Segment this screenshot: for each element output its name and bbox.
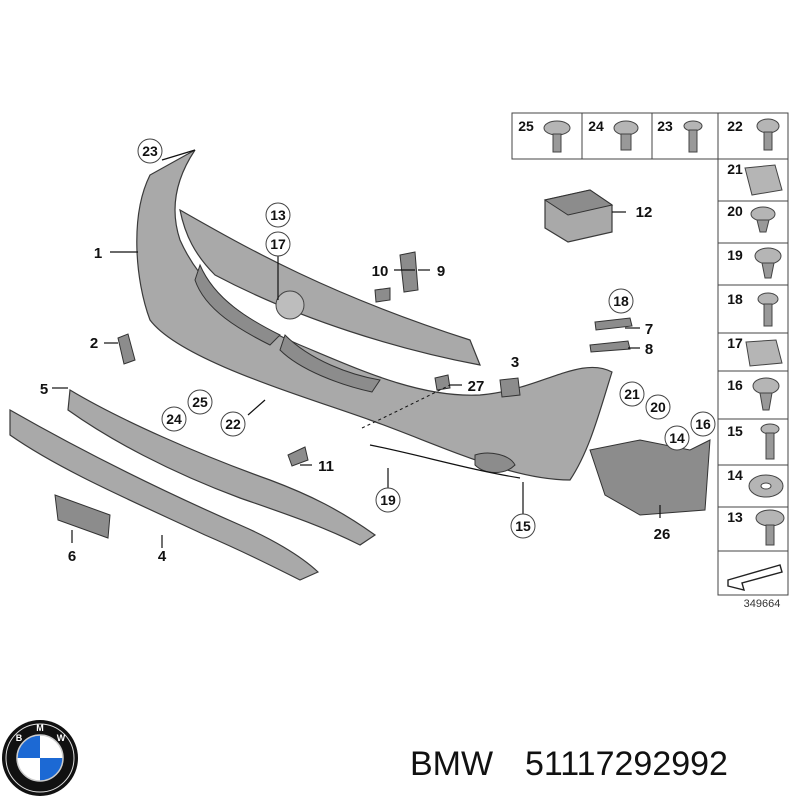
svg-text:19: 19: [727, 247, 743, 263]
callout-13: 13: [265, 202, 291, 228]
svg-text:18: 18: [727, 291, 743, 307]
callout-16: 16: [690, 411, 716, 437]
push-clip-icon: [752, 377, 780, 411]
svg-text:15: 15: [515, 518, 531, 534]
leader-lines: [52, 149, 661, 548]
svg-text:11: 11: [318, 458, 334, 475]
svg-text:W: W: [57, 733, 66, 743]
screw-icon: [543, 120, 571, 153]
svg-text:6: 6: [68, 548, 76, 565]
svg-text:25: 25: [192, 394, 208, 410]
callout-22: 22: [220, 411, 246, 437]
screw-icon: [757, 292, 779, 327]
bmw-logo: B M W: [2, 720, 78, 796]
clip-nut-icon: [744, 164, 783, 196]
svg-text:18: 18: [613, 293, 629, 309]
callout-19: 19: [375, 487, 401, 513]
svg-text:3: 3: [511, 354, 519, 371]
svg-text:19: 19: [380, 492, 396, 508]
plain-labels: 1 2 5 10 9 7 8 27 11 6 4 12 26: [40, 204, 671, 565]
svg-text:8: 8: [645, 341, 653, 358]
svg-text:25: 25: [518, 118, 534, 134]
catalog-number: 349664: [744, 598, 781, 610]
svg-text:M: M: [36, 723, 44, 733]
svg-text:9: 9: [437, 263, 445, 280]
svg-text:15: 15: [727, 423, 743, 439]
callout-18: 18: [608, 288, 634, 314]
svg-text:14: 14: [727, 467, 743, 483]
svg-text:13: 13: [270, 207, 286, 223]
svg-text:12: 12: [636, 204, 653, 221]
screw-icon: [755, 509, 785, 546]
svg-text:16: 16: [695, 416, 711, 432]
bumper-cover: [136, 149, 613, 481]
screw-icon: [683, 120, 703, 153]
svg-text:B: B: [16, 733, 23, 743]
svg-text:26: 26: [654, 526, 671, 543]
svg-text:21: 21: [727, 161, 743, 177]
svg-text:23: 23: [657, 118, 673, 134]
expansion-rivet-icon: [760, 423, 780, 460]
svg-text:27: 27: [468, 378, 485, 395]
part-number: 51117292992: [525, 745, 728, 783]
callout-14: 14: [664, 425, 690, 451]
lower-grille-carrier: [9, 388, 377, 581]
svg-text:13: 13: [727, 509, 743, 525]
svg-text:22: 22: [727, 118, 743, 134]
legend-top-row: 25 24 23 22: [511, 112, 789, 160]
svg-text:17: 17: [727, 335, 743, 351]
callout-15: 15: [510, 513, 536, 539]
callout-21: 21: [619, 381, 645, 407]
push-clip-icon: [750, 206, 776, 233]
svg-text:4: 4: [158, 548, 167, 565]
svg-text:20: 20: [727, 203, 743, 219]
screw-icon: [756, 118, 780, 151]
callout-3: 3: [511, 354, 519, 371]
push-clip-icon: [754, 247, 782, 279]
svg-text:16: 16: [727, 377, 743, 393]
callout-25: 25: [187, 389, 213, 415]
screw-icon: [613, 120, 639, 151]
callout-24: 24: [161, 406, 187, 432]
svg-text:1: 1: [94, 245, 102, 262]
upper-trim-panel: [179, 208, 481, 366]
svg-text:10: 10: [372, 263, 389, 280]
svg-text:2: 2: [90, 335, 98, 352]
brand-name: BMW: [410, 745, 493, 783]
svg-text:5: 5: [40, 381, 48, 398]
arrow-icon: [727, 564, 783, 591]
svg-text:7: 7: [645, 321, 653, 338]
circled-callouts: 23 13 17 18 3 21 20 14 16 24 25 22 19 15: [137, 138, 716, 539]
legend-right-column: 21 20 19 18 17 16 15 14 13: [717, 158, 789, 596]
foam-block: [543, 189, 614, 243]
svg-text:23: 23: [142, 143, 158, 159]
callout-23: 23: [137, 138, 163, 164]
svg-text:24: 24: [588, 118, 604, 134]
washer-icon: [748, 474, 784, 498]
svg-text:17: 17: [270, 236, 286, 252]
callout-17: 17: [265, 231, 291, 257]
small-brackets: [117, 251, 711, 516]
svg-text:21: 21: [624, 386, 640, 402]
callout-20: 20: [645, 394, 671, 420]
svg-text:24: 24: [166, 411, 182, 427]
svg-text:14: 14: [669, 430, 685, 446]
svg-text:22: 22: [225, 416, 241, 432]
clip-nut-icon: [745, 339, 783, 367]
svg-text:20: 20: [650, 399, 666, 415]
